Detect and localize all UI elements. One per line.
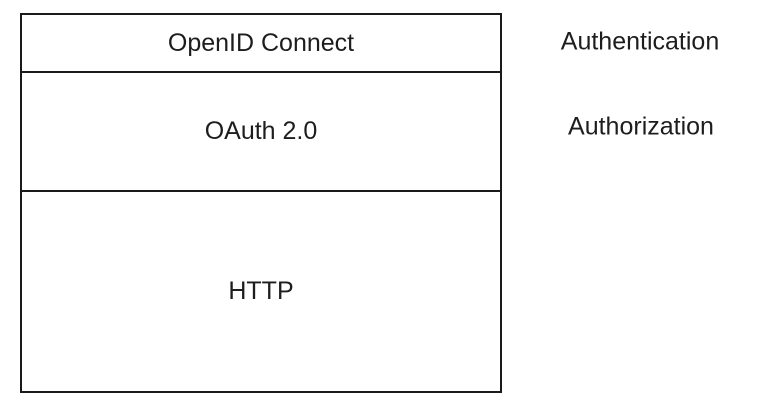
layer-label-openid-connect: OpenID Connect (167, 28, 355, 57)
layer-label-http: HTTP (228, 277, 294, 306)
annotation-authorization: Authorization (568, 112, 714, 141)
layer-label-oauth: OAuth 2.0 (204, 117, 318, 146)
layer-oauth: OAuth 2.0 (22, 73, 500, 192)
protocol-stack: OpenID Connect OAuth 2.0 HTTP (20, 13, 502, 393)
annotation-authentication: Authentication (560, 27, 720, 56)
layer-http: HTTP (22, 192, 500, 391)
layer-openid-connect: OpenID Connect (22, 15, 500, 73)
